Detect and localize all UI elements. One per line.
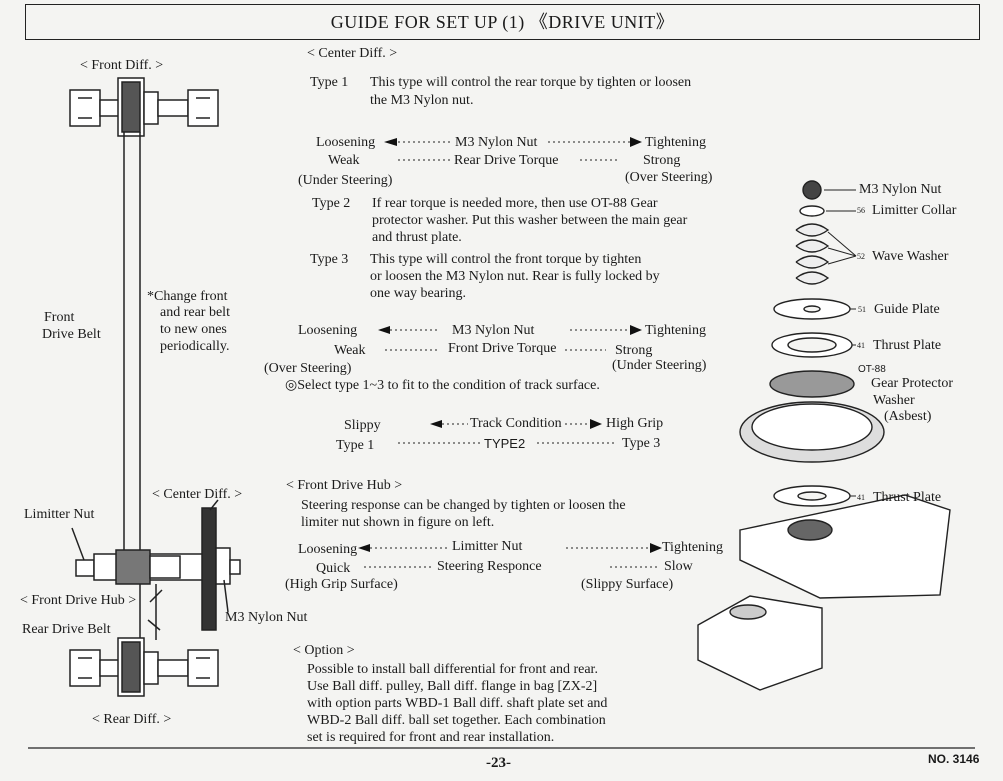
- belt-note-line-3: to new ones: [160, 322, 227, 337]
- track-high-grip: High Grip: [606, 416, 664, 431]
- part-no-41a: 41: [857, 341, 865, 350]
- row2-right: Strong: [643, 153, 681, 168]
- option-heading: < Option >: [293, 643, 355, 658]
- row1-left: Loosening: [316, 135, 376, 150]
- part-limitter-collar: Limitter Collar: [872, 203, 957, 218]
- option-text-4: WBD-2 Ball diff. ball set together. Each…: [307, 713, 606, 728]
- center-diff-heading: < Center Diff. >: [307, 46, 398, 61]
- row5-left: Weak: [334, 343, 366, 358]
- type3-text-1: This type will control the front torque …: [370, 252, 642, 267]
- hub-row3-left: (High Grip Surface): [285, 577, 398, 592]
- rear-diff-label: < Rear Diff. >: [92, 712, 172, 727]
- row5-mid: Front Drive Torque: [448, 341, 557, 356]
- type2-label: Type 2: [312, 196, 351, 211]
- part-guide-plate: Guide Plate: [874, 302, 940, 317]
- row6-left: (Over Steering): [264, 361, 352, 376]
- select-note: ◎Select type 1~3 to fit to the condition…: [285, 378, 600, 393]
- track-condition: Track Condition: [470, 416, 562, 431]
- row2-mid: Rear Drive Torque: [454, 153, 559, 168]
- row2-left: Weak: [328, 153, 360, 168]
- row4-mid: M3 Nylon Nut: [452, 323, 535, 338]
- part-thrust-plate-1: Thrust Plate: [873, 338, 942, 353]
- belt-note-line-1: *Change front: [147, 289, 228, 304]
- hub-row1-mid: Limitter Nut: [452, 539, 523, 554]
- row1-right: Tightening: [645, 135, 706, 150]
- row6-right: (Under Steering): [612, 358, 707, 373]
- type1-text-1: This type will control the rear torque b…: [370, 75, 692, 90]
- part-thrust-plate-2: Thrust Plate: [873, 490, 942, 505]
- front-hub-text-2: limiter nut shown in figure on left.: [301, 515, 495, 530]
- page-title: GUIDE FOR SET UP (1) 《DRIVE UNIT》: [330, 12, 675, 32]
- type2-text-1: If rear torque is needed more, then use …: [372, 196, 658, 211]
- hub-row1-left: Loosening: [298, 542, 358, 557]
- part-gear-protector-3: (Asbest): [884, 409, 932, 424]
- front-hub-text-1: Steering response can be changed by tigh…: [301, 498, 626, 513]
- front-drive-belt-label-2: Drive Belt: [42, 327, 101, 342]
- option-text-3: with option parts WBD-1 Ball diff. shaft…: [307, 696, 608, 711]
- document-code: NO. 3146: [928, 752, 980, 766]
- row4-right: Tightening: [645, 323, 706, 338]
- row3-right: (Over Steering): [625, 170, 713, 185]
- part-m3-nylon-nut: M3 Nylon Nut: [859, 182, 942, 197]
- part-no-51: 51: [858, 305, 866, 314]
- part-no-41b: 41: [857, 493, 865, 502]
- type3-text-2: or loosen the M3 Nylon nut. Rear is full…: [370, 269, 660, 284]
- part-gear-protector-2: Washer: [873, 393, 915, 408]
- row3-left: (Under Steering): [298, 173, 393, 188]
- hub-row2-right: Slow: [664, 559, 693, 574]
- type1-text-2: the M3 Nylon nut.: [370, 93, 474, 108]
- rear-drive-belt-label: Rear Drive Belt: [22, 622, 111, 637]
- center-diff-label: < Center Diff. >: [152, 487, 243, 502]
- part-gear-protector-1: Gear Protector: [871, 376, 954, 391]
- front-drive-hub-label: < Front Drive Hub >: [20, 593, 137, 608]
- hub-row2-mid: Steering Responce: [437, 559, 542, 574]
- front-diff-label: < Front Diff. >: [80, 58, 164, 73]
- type2-text-2: protector washer. Put this washer betwee…: [372, 213, 688, 228]
- front-hub-heading: < Front Drive Hub >: [286, 478, 403, 493]
- track-type3: Type 3: [622, 436, 661, 451]
- limitter-nut-label: Limitter Nut: [24, 507, 95, 522]
- page-number: -23-: [486, 755, 511, 771]
- type1-label: Type 1: [310, 75, 349, 90]
- belt-note-line-2: and rear belt: [160, 305, 230, 320]
- type3-label: Type 3: [310, 252, 349, 267]
- track-type2: TYPE2: [484, 436, 526, 451]
- type2-text-3: and thrust plate.: [372, 230, 462, 245]
- part-ot88: OT-88: [858, 364, 886, 375]
- part-no-52: 52: [857, 252, 865, 261]
- part-wave-washer: Wave Washer: [872, 249, 949, 264]
- row5-right: Strong: [615, 343, 653, 358]
- row4-left: Loosening: [298, 323, 358, 338]
- option-text-1: Possible to install ball differential fo…: [307, 662, 598, 677]
- m3-nylon-nut-label: M3 Nylon Nut: [225, 610, 308, 625]
- part-no-56: 56: [857, 206, 865, 215]
- option-text-2: Use Ball diff. pulley, Ball diff. flange…: [307, 679, 598, 694]
- front-drive-belt-label-1: Front: [44, 310, 75, 325]
- hub-row2-left: Quick: [316, 561, 351, 576]
- hub-row1-right: Tightening: [662, 540, 723, 555]
- track-slippy: Slippy: [344, 418, 381, 433]
- track-type1: Type 1: [336, 438, 375, 453]
- hub-row3-right: (Slippy Surface): [581, 577, 674, 592]
- title-box: GUIDE FOR SET UP (1) 《DRIVE UNIT》: [25, 4, 980, 40]
- row1-mid: M3 Nylon Nut: [455, 135, 538, 150]
- option-text-5: set is required for front and rear insta…: [307, 730, 555, 745]
- type3-text-3: one way bearing.: [370, 286, 467, 301]
- belt-note-line-4: periodically.: [160, 339, 230, 354]
